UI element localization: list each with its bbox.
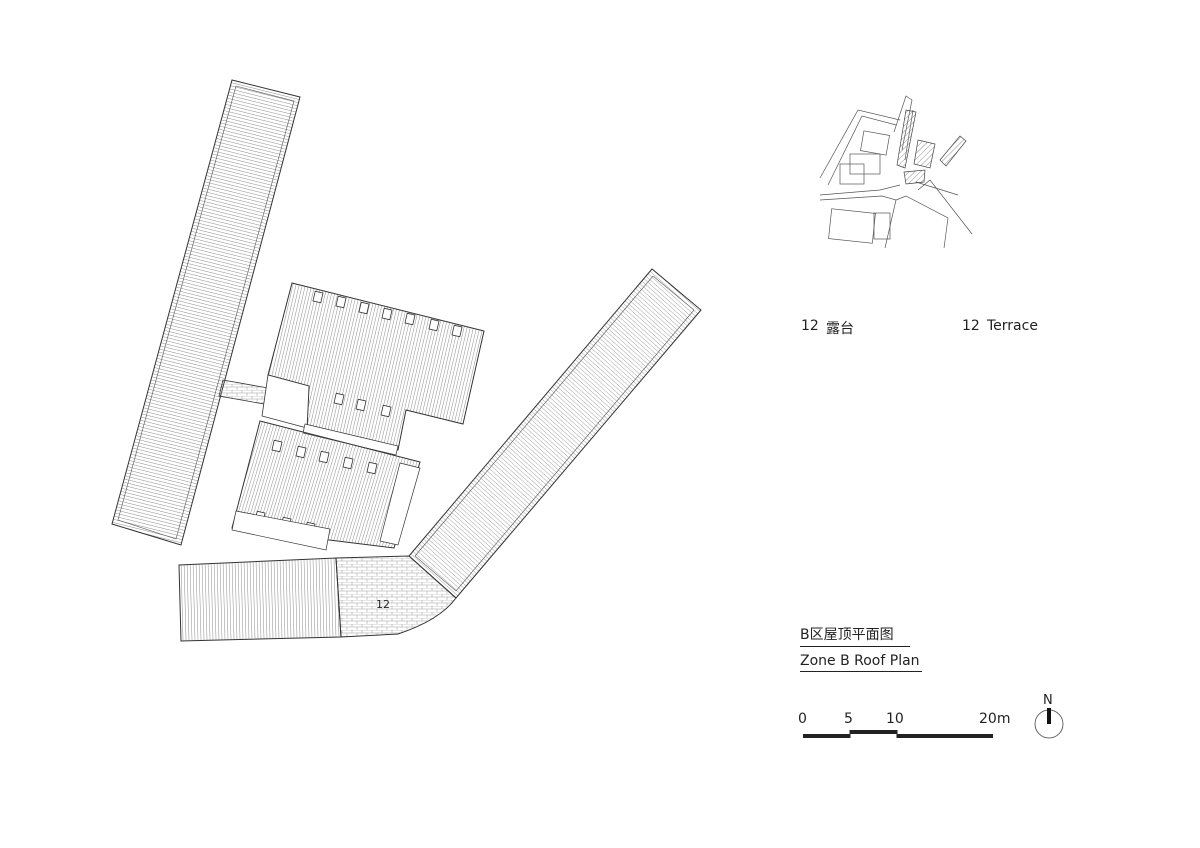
key-plan-highlight — [896, 109, 967, 185]
skylight — [355, 398, 367, 412]
skylight — [366, 461, 378, 475]
legend-en-number: 12 — [962, 318, 980, 334]
title-english: Zone B Roof Plan — [800, 653, 922, 672]
north-arrow-icon — [1034, 708, 1064, 739]
scale-tick-5: 5 — [844, 711, 853, 727]
scale-tick-10: 10 — [886, 711, 904, 727]
terrace-number-label: 12 — [376, 598, 390, 611]
skylight — [428, 318, 440, 332]
title-chinese: B区屋顶平面图 — [800, 624, 910, 647]
skylight — [451, 324, 463, 338]
skylight — [318, 450, 330, 464]
roof-block-south — [178, 557, 342, 642]
scale-tick-0: 0 — [798, 711, 807, 727]
skylight — [312, 290, 324, 304]
terrace-12 — [335, 555, 457, 638]
legend-en-label: Terrace — [987, 318, 1038, 334]
skylight — [404, 312, 416, 326]
skylight — [381, 307, 393, 321]
skylight — [342, 456, 354, 470]
key-plan — [819, 95, 973, 249]
skylight — [335, 295, 347, 309]
skylight — [271, 439, 283, 453]
skylight — [333, 392, 345, 406]
skylight — [358, 301, 370, 315]
roof-bridge — [218, 379, 269, 405]
north-label: N — [1043, 693, 1053, 708]
roof-block-east-diagonal — [408, 268, 702, 599]
legend-cn-number: 12 — [801, 318, 819, 334]
legend-cn-label: 露台 — [826, 321, 854, 337]
skylight — [380, 404, 392, 418]
roof-block-west-long — [111, 79, 301, 546]
scale-bar — [803, 730, 993, 738]
skylight — [295, 445, 307, 459]
scale-tick-20: 20m — [979, 711, 1010, 727]
